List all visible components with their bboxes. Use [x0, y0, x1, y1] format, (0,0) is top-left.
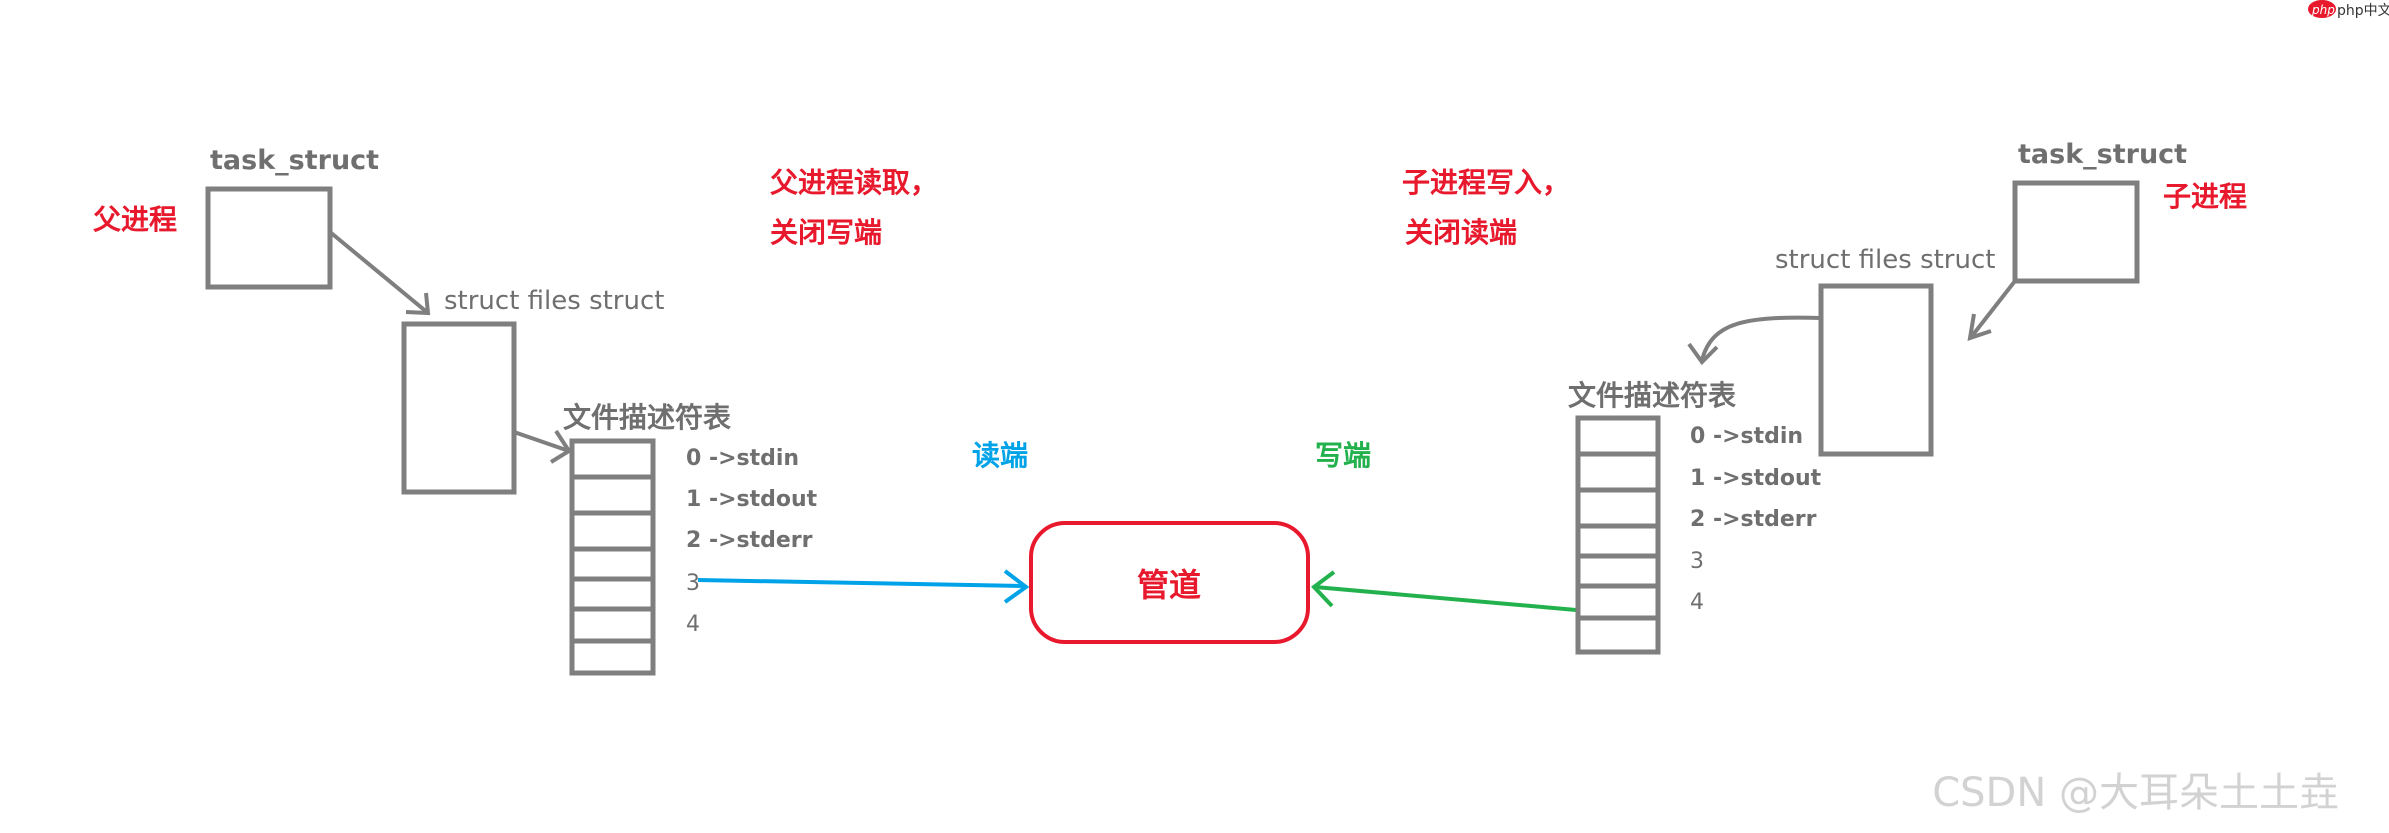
write-end-arrowhead [1311, 570, 1336, 608]
child-task-to-files-arrow [1970, 279, 2017, 338]
parent-files-to-fdtable-arrowhead [549, 429, 572, 464]
child-fd-table [1575, 415, 1661, 655]
parent-files-struct-label: struct files struct [444, 286, 664, 316]
parent-task-to-files-arrowhead [405, 292, 431, 316]
parent-fd-cell-3 [569, 546, 656, 582]
parent-fd-cell-5 [569, 606, 656, 644]
parent-fd-entry-4: 4 [686, 612, 700, 637]
child-task-struct-label: task_struct [2018, 139, 2187, 170]
child-fd-entry-0: 0 ->stdin [1690, 424, 1803, 449]
parent-task-struct-label: task_struct [210, 145, 379, 176]
read-end-label: 读端 [972, 439, 1028, 472]
php-logo-caption: php中文网 [2337, 3, 2389, 19]
parent-task-struct-box [205, 186, 333, 290]
parent-fd-cell-0 [569, 438, 656, 480]
write-end-label: 写端 [1315, 439, 1371, 472]
parent-fd-cell-4 [569, 576, 656, 612]
child-files-to-fdtable-arrowhead [1687, 342, 1719, 366]
csdn-watermark: CSDN @大耳朵土土垚 [1932, 770, 2339, 816]
child-files-struct-box [1818, 283, 1934, 457]
child-fd-cell-6 [1575, 615, 1661, 655]
child-fd-entry-3: 3 [1690, 549, 1704, 574]
child-fd-entry-2: 2 ->stderr [1690, 507, 1817, 532]
child-fd-cell-5 [1575, 583, 1661, 621]
child-fd-cell-1 [1575, 451, 1661, 493]
parent-fd-entry-2: 2 ->stderr [686, 528, 813, 553]
parent-fd-cell-6 [569, 638, 656, 676]
child-task-to-files-arrowhead [1967, 313, 1992, 341]
parent-fd-entry-0: 0 ->stdin [686, 446, 799, 471]
parent-fd-entry-3: 3 [686, 571, 700, 596]
child-fd-entry-4: 4 [1690, 590, 1704, 615]
child-task-struct-box [2012, 180, 2140, 284]
parent-files-struct-box [401, 321, 517, 495]
child-files-struct-label: struct files struct [1775, 245, 1995, 275]
pipe-box [1029, 521, 1310, 644]
child-note-line-1: 子进程写入， [1402, 166, 1570, 199]
child-fd-entry-1: 1 ->stdout [1690, 466, 1822, 491]
child-note-line-2: 关闭读端 [1405, 216, 1517, 249]
child-fd-table-label: 文件描述符表 [1568, 379, 1736, 412]
parent-task-to-files-arrow [328, 230, 430, 315]
write-end-arrow [1314, 585, 1577, 612]
child-fd-cell-0 [1575, 415, 1661, 457]
child-fd-cell-3 [1575, 523, 1661, 559]
child-fd-cell-2 [1575, 487, 1661, 529]
read-end-arrowhead [1003, 569, 1030, 604]
parent-fd-table [569, 438, 656, 676]
parent-fd-entry-1: 1 ->stdout [686, 487, 818, 512]
child-files-to-fdtable-arrow [1700, 315, 1822, 361]
child-process-label: 子进程 [2163, 180, 2247, 213]
parent-note-line-1: 父进程读取， [770, 166, 938, 199]
parent-fd-cell-2 [569, 510, 656, 552]
php-logo: php php中文网 [2308, 0, 2389, 19]
child-fd-cell-4 [1575, 553, 1661, 589]
php-logo-badge [2308, 0, 2336, 18]
parent-fd-table-label: 文件描述符表 [563, 401, 731, 434]
parent-files-to-fdtable-arrow [513, 430, 570, 453]
pipe-label: 管道 [1137, 566, 1201, 604]
parent-fd-cell-1 [569, 474, 656, 516]
parent-note-line-2: 关闭写端 [770, 216, 882, 249]
parent-process-label: 父进程 [93, 203, 177, 236]
read-end-arrow [697, 578, 1026, 588]
php-logo-text: php [2311, 3, 2335, 17]
